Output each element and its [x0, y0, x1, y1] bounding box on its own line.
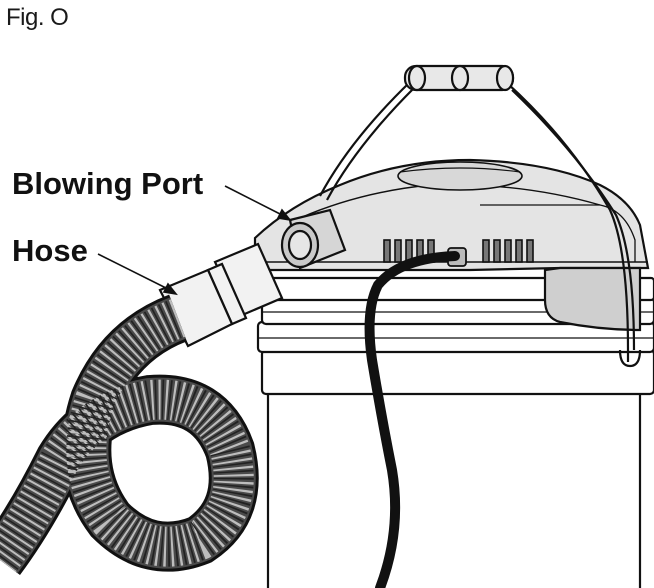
lid-vents	[383, 239, 534, 263]
corrugated-hose	[0, 294, 259, 575]
carry-handle	[319, 64, 642, 368]
leader-lines	[97, 185, 292, 296]
power-cord	[364, 247, 467, 588]
blowing-port-callout: Blowing Port	[12, 166, 204, 201]
hose-callout: Hose	[12, 233, 88, 268]
figure-label: Fig. O	[6, 4, 69, 31]
blowing-port	[280, 208, 347, 270]
hose-cuff	[158, 242, 284, 348]
vacuum-lid	[253, 158, 650, 332]
drum-body	[256, 276, 654, 588]
